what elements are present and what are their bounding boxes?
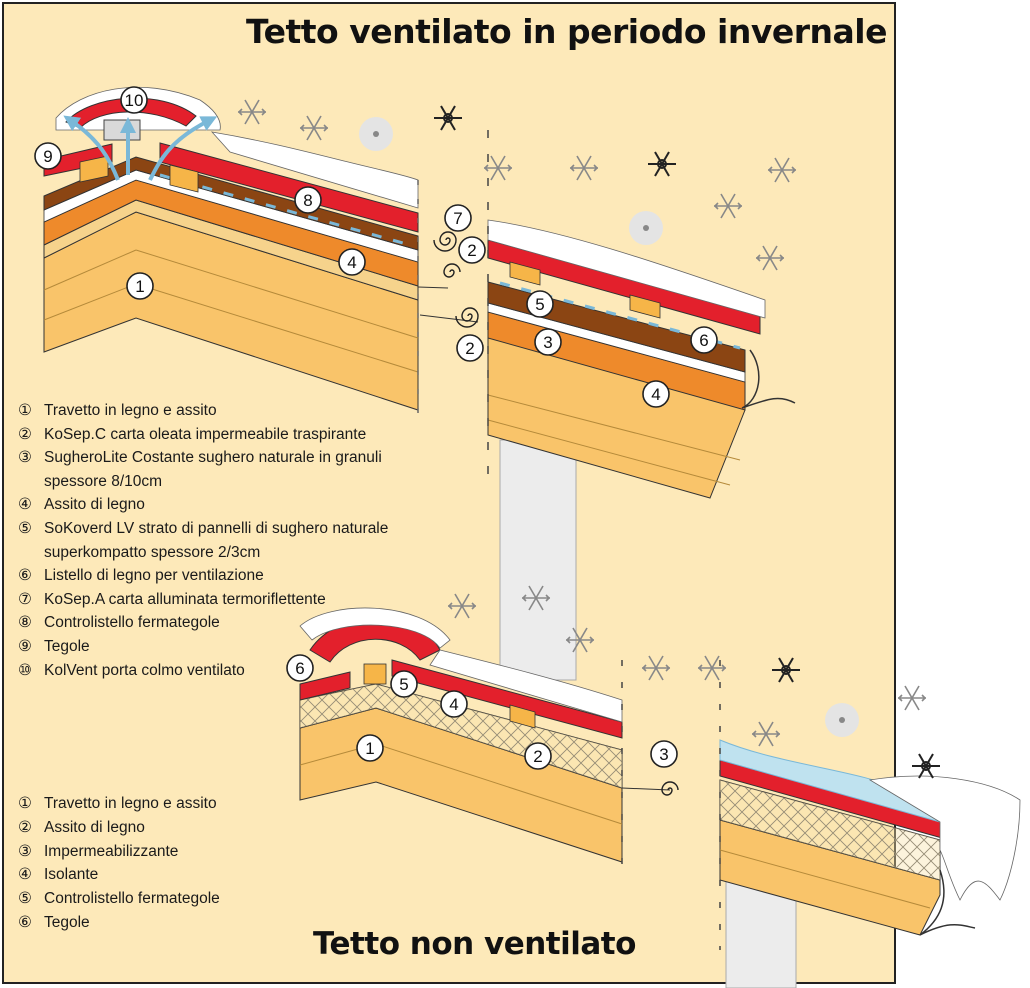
legend-item: ③ Impermeabilizzante bbox=[18, 840, 318, 864]
legend-text: Assito di legno bbox=[44, 818, 145, 836]
callout-5: 5 bbox=[526, 290, 554, 318]
legend-text: Travetto in legno e assito bbox=[44, 795, 217, 812]
legend-item: ⑥ Tegole bbox=[18, 911, 318, 935]
svg-text:10: 10 bbox=[125, 91, 144, 110]
legend-number: ② bbox=[18, 818, 32, 836]
svg-text:5: 5 bbox=[535, 295, 544, 314]
legend-item: ⑨ Tegole bbox=[18, 635, 418, 659]
svg-text:2: 2 bbox=[467, 241, 476, 260]
title-ventilated-roof: Tetto ventilato in periodo invernale bbox=[246, 12, 887, 51]
legend-number: ① bbox=[18, 795, 32, 812]
svg-text:6: 6 bbox=[699, 331, 708, 350]
legend-item: ④ Assito di legno bbox=[18, 493, 418, 517]
callout-4: 4 bbox=[338, 248, 366, 276]
membrane-roll-icon bbox=[433, 231, 679, 796]
legend-number: ③ bbox=[18, 842, 32, 860]
svg-text:4: 4 bbox=[651, 385, 660, 404]
svg-text:7: 7 bbox=[453, 209, 462, 228]
legend-number: ④ bbox=[18, 496, 32, 514]
callout-6: 6 bbox=[690, 326, 718, 354]
callout-8: 8 bbox=[294, 186, 322, 214]
callout-6: 6 bbox=[286, 654, 314, 682]
legend-number: ⑤ bbox=[18, 890, 32, 908]
svg-text:4: 4 bbox=[347, 253, 356, 272]
legend-text: Controlistello fermategole bbox=[44, 890, 220, 908]
legend-item: ⑤ Controlistello fermategole bbox=[18, 887, 318, 911]
legend-non-ventilated-roof: ① Travetto in legno e assito ② Assito di l… bbox=[18, 792, 318, 935]
legend-text: Listello di legno per ventilazione bbox=[44, 567, 264, 585]
legend-number: ⑧ bbox=[18, 614, 32, 632]
title-non-ventilated-roof: Tetto non ventilato bbox=[313, 926, 636, 962]
legend-text: SoKoverd LV strato di pannelli di sugher… bbox=[44, 519, 389, 561]
legend-number: ③ bbox=[18, 449, 32, 467]
svg-text:4: 4 bbox=[449, 695, 458, 714]
legend-item: ① Travetto in legno e assito bbox=[18, 792, 318, 816]
svg-text:3: 3 bbox=[543, 333, 552, 352]
callout-3: 3 bbox=[534, 328, 562, 356]
callout-1: 1 bbox=[126, 272, 154, 300]
legend-number: ⑤ bbox=[18, 519, 32, 537]
non-ventilated-roof-eave-section bbox=[719, 660, 1021, 988]
callout-7: 7 bbox=[444, 204, 472, 232]
callout-1: 1 bbox=[356, 734, 384, 762]
legend-number: ⑥ bbox=[18, 567, 32, 585]
svg-text:3: 3 bbox=[659, 745, 668, 764]
svg-text:1: 1 bbox=[135, 277, 144, 296]
legend-text: KoSep.A carta alluminata termoriflettent… bbox=[44, 590, 326, 608]
svg-text:6: 6 bbox=[295, 659, 304, 678]
legend-item: ④ Isolante bbox=[18, 863, 318, 887]
legend-number: ④ bbox=[18, 866, 32, 884]
callout-5: 5 bbox=[390, 670, 418, 698]
ventilated-roof-ridge-section bbox=[43, 86, 449, 420]
legend-text: SugheroLite Costante sughero naturale in… bbox=[44, 449, 382, 490]
svg-text:9: 9 bbox=[43, 147, 52, 166]
legend-item: ① Travetto in legno e assito bbox=[18, 399, 418, 423]
legend-item: ⑤ SoKoverd LV strato di pannelli di sughe… bbox=[18, 517, 418, 564]
legend-text: Travetto in legno e assito bbox=[44, 402, 217, 419]
legend-text: Assito di legno bbox=[44, 496, 145, 514]
legend-item: ⑧ Controlistello fermategole bbox=[18, 611, 418, 635]
callout-10: 10 bbox=[120, 86, 148, 114]
legend-text: Controlistello fermategole bbox=[44, 614, 220, 632]
legend-item: ② KoSep.C carta oleata impermeabile trasp… bbox=[18, 423, 418, 447]
legend-text: Isolante bbox=[44, 866, 99, 884]
legend-number: ⑥ bbox=[18, 913, 32, 931]
callout-2: 2 bbox=[458, 236, 486, 264]
callout-markers: 10 9 8 7 2 4 1 2 5 3 6 4 6 5 4 1 2 3 bbox=[34, 86, 718, 770]
legend-number: ① bbox=[18, 402, 32, 419]
legend-number: ⑨ bbox=[18, 637, 32, 655]
ventilated-roof-eave-section bbox=[419, 130, 796, 681]
svg-text:2: 2 bbox=[533, 747, 542, 766]
callout-3: 3 bbox=[650, 740, 678, 768]
legend-number: ⑦ bbox=[18, 590, 32, 608]
legend-text: KolVent porta colmo ventilato bbox=[44, 661, 245, 679]
legend-number: ② bbox=[18, 425, 32, 443]
callout-2: 2 bbox=[456, 334, 484, 362]
svg-text:1: 1 bbox=[365, 739, 374, 758]
svg-text:8: 8 bbox=[303, 191, 312, 210]
svg-text:5: 5 bbox=[399, 675, 408, 694]
callout-4: 4 bbox=[642, 380, 670, 408]
legend-number: ⑩ bbox=[18, 661, 32, 679]
legend-item: ⑥ Listello di legno per ventilazione bbox=[18, 564, 418, 588]
legend-text: KoSep.C carta oleata impermeabile traspi… bbox=[44, 425, 367, 443]
callout-9: 9 bbox=[34, 142, 62, 170]
legend-item: ② Assito di legno bbox=[18, 816, 318, 840]
callout-2: 2 bbox=[524, 742, 552, 770]
svg-text:2: 2 bbox=[465, 339, 474, 358]
legend-ventilated-roof: ① Travetto in legno e assito ② KoSep.C car… bbox=[18, 399, 418, 682]
legend-item: ③ SugheroLite Costante sughero naturale i… bbox=[18, 446, 418, 493]
legend-item: ⑩ KolVent porta colmo ventilato bbox=[18, 659, 418, 683]
legend-text: Tegole bbox=[44, 913, 90, 931]
legend-item: ⑦ KoSep.A carta alluminata termorifletten… bbox=[18, 588, 418, 612]
legend-text: Tegole bbox=[44, 637, 90, 655]
legend-text: Impermeabilizzante bbox=[44, 842, 179, 860]
callout-4: 4 bbox=[440, 690, 468, 718]
